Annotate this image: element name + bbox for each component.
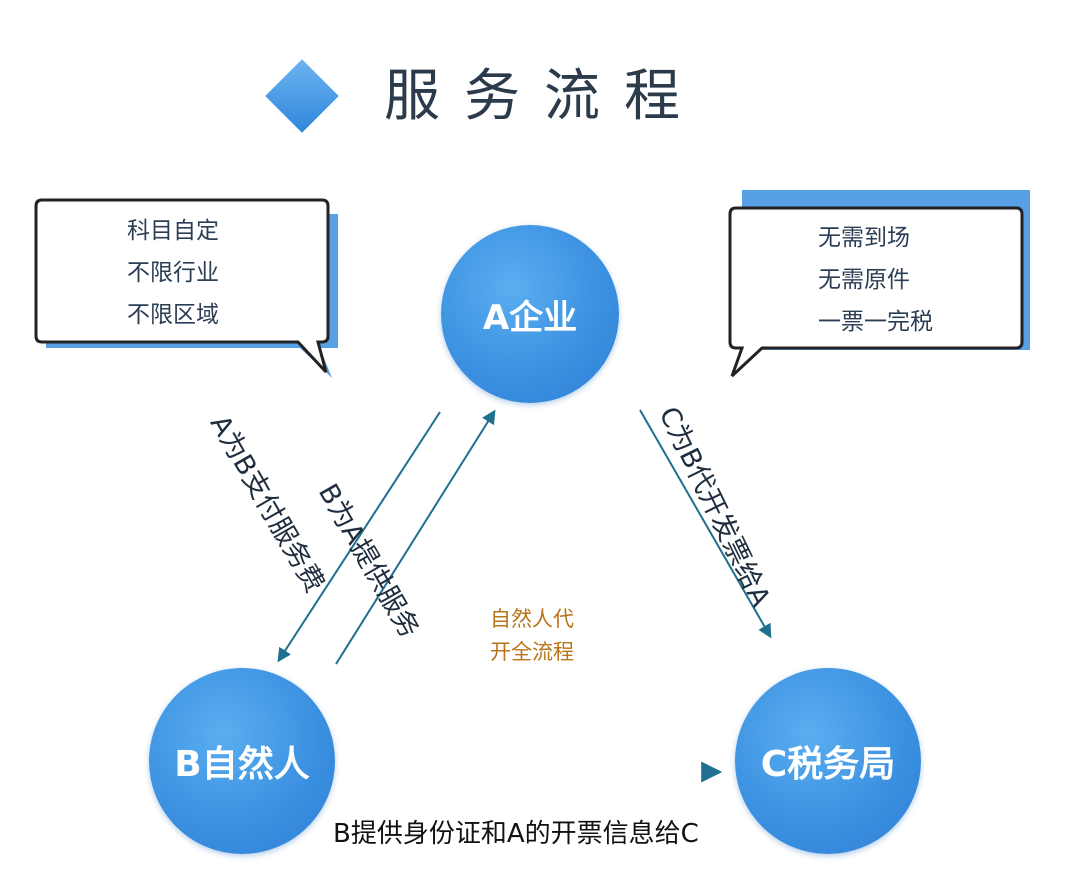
right-bubble bbox=[728, 190, 1030, 378]
arrow-a-to-b bbox=[277, 411, 441, 663]
arrow-c-to-a bbox=[639, 409, 772, 639]
left-bubble-line: 不限区域 bbox=[127, 302, 219, 328]
right-bubble-line: 无需到场 bbox=[818, 225, 910, 251]
right-bubble-line: 一票一完税 bbox=[818, 309, 933, 335]
left-bubble-frame bbox=[34, 198, 330, 374]
page-title: 服务流程 bbox=[384, 64, 704, 129]
node-c-tax-bureau: C税务局 bbox=[735, 668, 921, 854]
arrow-b-to-a bbox=[335, 409, 496, 665]
right-bubble-text: 无需到场 无需原件 一票一完税 bbox=[818, 217, 933, 343]
center-note-line: 自然人代 bbox=[490, 607, 574, 631]
center-note-line: 开全流程 bbox=[490, 640, 574, 664]
right-bubble-line: 无需原件 bbox=[818, 267, 910, 293]
node-b-individual: B自然人 bbox=[149, 668, 335, 854]
edge-label-b-to-c: B提供身份证和A的开票信息给C bbox=[333, 819, 699, 849]
left-bubble-line: 不限行业 bbox=[127, 260, 219, 286]
center-note: 自然人代 开全流程 bbox=[490, 603, 574, 669]
left-bubble bbox=[34, 198, 338, 378]
node-a-enterprise: A企业 bbox=[441, 225, 619, 403]
right-bubble-frame bbox=[728, 206, 1024, 378]
left-bubble-text: 科目自定 不限行业 不限区域 bbox=[127, 210, 219, 336]
left-bubble-line: 科目自定 bbox=[127, 218, 219, 244]
